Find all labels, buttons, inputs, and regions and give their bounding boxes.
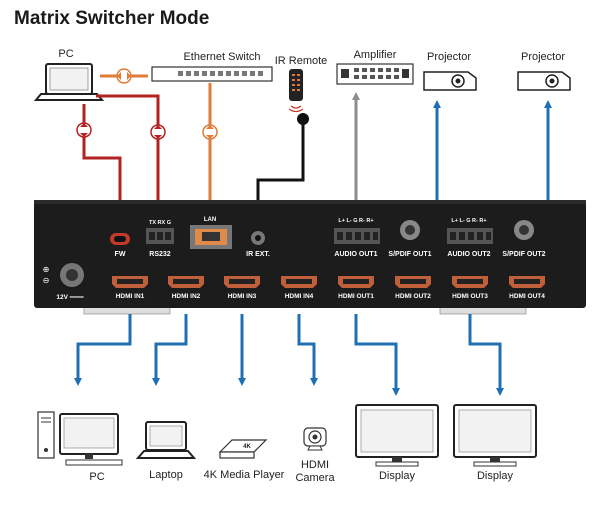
display-2-device [453,404,537,467]
spdif-out1-label: S/PDIF OUT1 [388,251,431,258]
amplifier-label: Amplifier [354,49,397,61]
pc-bottom-device [37,411,123,466]
camera-label-line1: HDMI [301,459,329,471]
hdmi-in2-label: HDMI IN2 [172,293,201,300]
page-title: Matrix Switcher Mode [14,8,210,29]
hdmi-out3-cable [468,314,504,396]
ir-remote-label: IR Remote [275,55,328,67]
hdmi-in4-port [281,276,317,288]
hdmi-in1-label: HDMI IN1 [116,293,145,300]
ethernet-switch-device [151,66,273,82]
camera-label-line2: Camera [295,472,335,484]
rs232-pins-label: TX RX G [149,220,171,226]
power-port: ⊕ ⊖ [43,263,84,287]
ir-remote-device [288,69,304,113]
hdmi-in1-port [112,276,148,288]
ethernet-switch-label: Ethernet Switch [183,51,260,63]
audio-out1-port [334,228,380,244]
projector-2-device [517,71,571,91]
pc-top-label: PC [58,48,73,60]
media-player-badge: 4K [243,444,251,450]
display-2-label: Display [477,470,514,482]
amplifier-device [336,63,414,85]
pc-top-device [33,63,105,101]
projector-2-label: Projector [521,51,565,63]
hdmi-in3-port [224,276,260,288]
hdmi-in4-cable [297,314,318,386]
audio-out1-pins-label: L+ L- G R- R+ [338,218,373,224]
hdmi-out1-label: HDMI OUT1 [338,293,374,300]
hdmi-out1-port [338,276,374,288]
lan-port [190,225,232,249]
rs232-port [146,228,174,244]
audio-out2-port [447,228,493,244]
hdmi-out2-port [395,276,431,288]
projector-1-label: Projector [427,51,471,63]
pc-switch-cable [100,68,148,84]
ir-ext-label: IR EXT. [246,251,270,258]
svg-text:⊖: ⊖ [43,276,50,285]
ir-ext-port [251,231,265,245]
audio-out2-label: AUDIO OUT2 [447,251,490,258]
rs232-label: RS232 [149,251,171,258]
hdmi-in1-cable [74,314,132,386]
power-label: 12V ═══ [56,294,84,301]
spdif-out2-label: S/PDIF OUT2 [502,251,545,258]
laptop-label: Laptop [149,469,183,481]
camera-device [303,427,327,451]
hdmi-in2-cable [152,314,188,386]
spdif-out2-port [514,220,534,240]
media-player-label: 4K Media Player [204,469,285,481]
rs232-cable [96,94,166,226]
fw-cable [76,104,122,232]
fw-port [110,233,130,245]
display-1-label: Display [379,470,416,482]
pc-bottom-label: PC [89,471,104,483]
laptop-device [135,421,197,459]
hdmi-in2-port [168,276,204,288]
hdmi-out2-label: HDMI OUT2 [395,293,431,300]
audio-out1-label: AUDIO OUT1 [334,251,377,258]
hdmi-out4-label: HDMI OUT4 [509,293,545,300]
hdmi-in4-label: HDMI IN4 [285,293,314,300]
hdmi-out1-cable [354,314,400,396]
pc-top-keyboard [33,93,105,101]
lan-label: LAN [204,217,216,223]
fw-label: FW [115,251,126,258]
hdmi-out4-port [509,276,545,288]
hdmi-out3-label: HDMI OUT3 [452,293,488,300]
media-player-device [218,439,268,459]
projector-1-device [423,71,477,91]
svg-text:⊕: ⊕ [43,265,50,274]
spdif-out1-port [400,220,420,240]
hdmi-in3-label: HDMI IN3 [228,293,257,300]
audio-out2-pins-label: L+ L- G R- R+ [451,218,486,224]
hdmi-out3-port [452,276,488,288]
display-1-device [355,404,439,467]
